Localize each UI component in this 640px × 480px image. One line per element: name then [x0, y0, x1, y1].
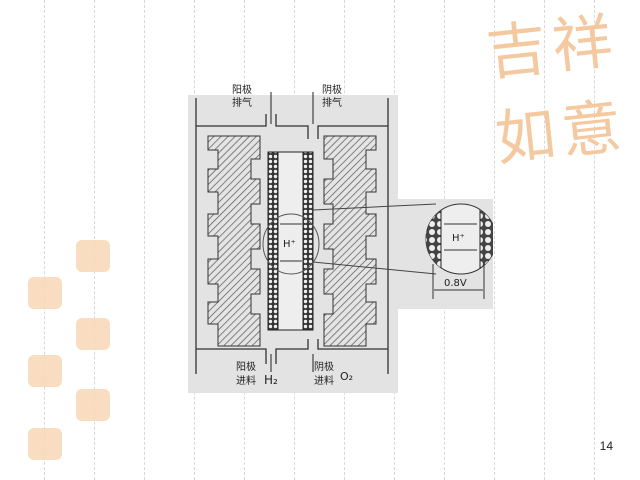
seal-stamp — [28, 428, 62, 460]
o2-label: O₂ — [340, 370, 353, 383]
seal-stamp — [76, 318, 110, 350]
cathode-electrode — [302, 151, 314, 331]
seal-stamp — [28, 355, 62, 387]
page-number: 14 — [599, 439, 613, 453]
cathode-feed-label: 进料 — [314, 374, 334, 387]
cathode-feed-label: 阴极 — [314, 360, 334, 373]
anode-feed-label: 进料 — [236, 374, 256, 387]
seal-stamp — [28, 277, 62, 309]
anode-exhaust-label: 排气 — [232, 96, 252, 109]
fuel-cell-diagram: H⁺ H⁺ 0.8V 阳极 排气 阴极 排气 阳极 进料 H₂ 阴极 进料 O₂ — [188, 84, 493, 393]
seal-stamp — [76, 389, 110, 421]
inset-ion-label: H⁺ — [452, 233, 465, 244]
cathode-flow-plate — [323, 135, 377, 347]
electrolyte-membrane — [277, 151, 304, 331]
cathode-exhaust-label: 阴极 — [322, 84, 342, 96]
anode-feed-label: 阳极 — [236, 360, 256, 373]
seal-stamp — [76, 240, 110, 272]
h2-label: H₂ — [264, 373, 278, 387]
ion-label: H⁺ — [283, 239, 296, 250]
anode-exhaust-label: 阳极 — [232, 84, 252, 96]
auspicious-calligraphy-logo: 吉祥如意 — [483, 5, 631, 175]
anode-flow-plate — [207, 135, 261, 347]
cathode-exhaust-label: 排气 — [322, 96, 342, 109]
voltage-label: 0.8V — [444, 278, 467, 289]
anode-electrode — [267, 151, 279, 331]
